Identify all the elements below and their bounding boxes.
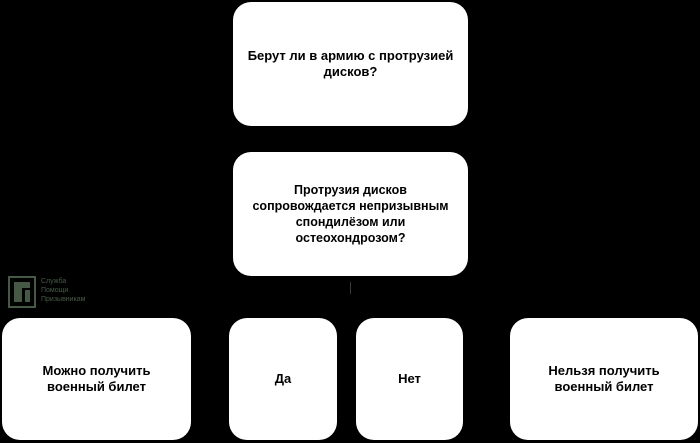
connector-line	[350, 282, 351, 294]
watermark-line: Служба	[41, 278, 67, 285]
condition-text: Протрузия дисков сопровождается непризыв…	[252, 183, 449, 245]
watermark-text: Служба Помощи Призывникам	[41, 277, 86, 304]
outcome-can-get-text: Можно получить военный билет	[42, 363, 151, 394]
answer-yes-node: Да	[229, 318, 337, 440]
watermark-line: Помощи	[41, 287, 69, 294]
outcome-cannot-get-node: Нельзя получить военный билет	[510, 318, 698, 440]
answer-yes-text: Да	[274, 371, 292, 386]
answer-no-text: Нет	[398, 371, 421, 386]
answer-no-node: Нет	[356, 318, 463, 440]
watermark-line: Призывникам	[41, 296, 86, 303]
watermark-logo: Служба Помощи Призывникам	[8, 276, 86, 308]
question-node: Берут ли в армию с протрузией дисков?	[233, 2, 468, 126]
logo-icon	[8, 276, 36, 308]
condition-node: Протрузия дисков сопровождается непризыв…	[233, 152, 468, 276]
outcome-cannot-get-text: Нельзя получить военный билет	[548, 363, 660, 394]
outcome-can-get-node: Можно получить военный билет	[2, 318, 191, 440]
question-text: Берут ли в армию с протрузией дисков?	[247, 48, 454, 79]
